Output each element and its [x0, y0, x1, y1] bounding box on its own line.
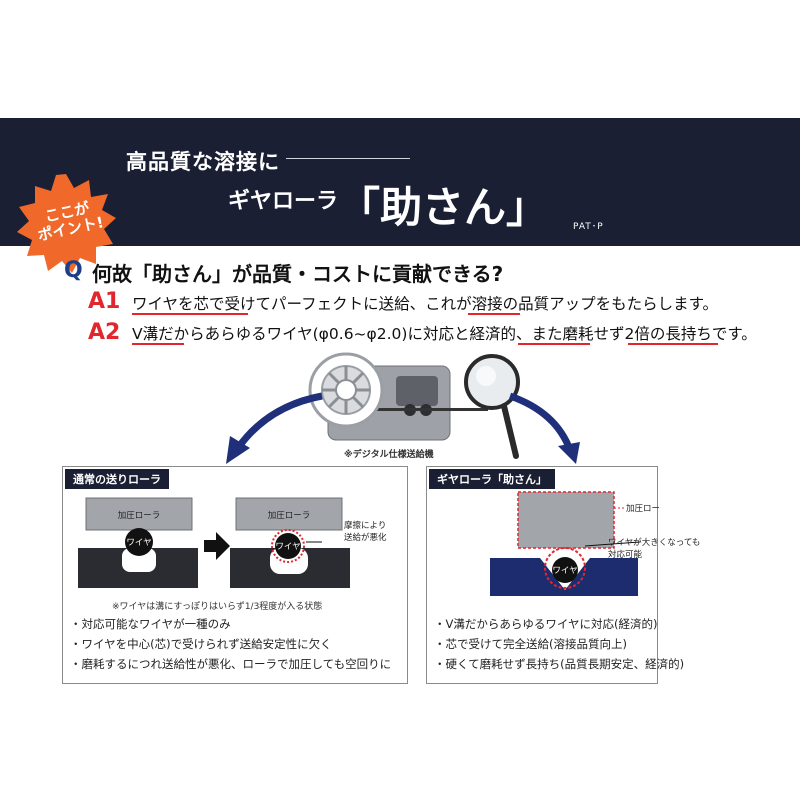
answer2-marker: A2	[88, 320, 121, 345]
pressure-roller-label: 加圧ローラ	[626, 503, 660, 514]
normal-roller-note: ※ワイヤは溝にすっぽりはいらず1/3程度が入る状態	[112, 602, 323, 612]
wire-2	[275, 533, 301, 559]
callout-line2: 対応可能	[608, 550, 643, 560]
pressure-roller-label-2: 加圧ローラ	[268, 510, 311, 521]
friction-marker	[271, 529, 305, 563]
gear-roller-bullets: ・V溝だからあらゆるワイヤに対応(経済的) ・芯で受けて完全送給(溶接品質向上)…	[434, 614, 684, 674]
callout-leader	[584, 541, 641, 547]
product-name: 「助さん」	[338, 183, 549, 232]
pressure-roller-label-1: 加圧ローラ	[118, 510, 161, 521]
gear-roller-title: ギヤローラ「助さん」	[429, 469, 555, 489]
magnifier-icon	[464, 354, 520, 459]
headline-rule	[286, 158, 410, 159]
pressure-roller-2	[235, 497, 343, 531]
point-burst-icon	[17, 174, 116, 273]
question-text: 何故「助さん」が品質・コストに貢献できる?	[92, 262, 504, 286]
larger-wire-outline	[544, 547, 586, 589]
wire	[552, 557, 578, 583]
wire-label-1: ワイヤ	[126, 538, 151, 548]
headline-top: 高品質な溶接に	[126, 150, 280, 174]
pressure-roller	[517, 491, 615, 549]
callout-line1: ワイヤが大きくなっても	[608, 538, 701, 548]
answer2-underline	[132, 343, 184, 345]
normal-roller-diagrams: 加圧ローラ ワイヤ 加圧ローラ ワイヤ 摩擦により 送給が悪化	[78, 497, 387, 588]
list-item: ・芯で受けて完全送給(溶接品質向上)	[434, 637, 627, 651]
feeder-caption: ※デジタル仕様送給機	[344, 450, 434, 460]
header-banner	[0, 118, 800, 246]
answer2-underline	[518, 343, 590, 345]
wear-note-line1: 摩擦により	[344, 520, 386, 531]
wire-label-2: ワイヤ	[275, 542, 300, 552]
list-item: ・磨耗するにつれ送給性が悪化、ローラで加圧しても空回りに	[70, 657, 392, 671]
wire-label: ワイヤ	[552, 566, 577, 576]
roller-groove-1	[122, 548, 156, 572]
question-marker: Q	[64, 258, 83, 283]
arrow-left-icon	[226, 392, 323, 464]
normal-roller-title: 通常の送りローラ	[65, 469, 169, 489]
product-title: ギヤローラ「助さん」	[228, 174, 548, 235]
normal-roller-bullets: ・対応可能なワイヤが一種のみ ・ワイヤを中心(芯)で受けられず送給安定性に欠く …	[70, 614, 391, 674]
wire-1	[125, 528, 153, 556]
patent-mark: PAT･P	[573, 222, 604, 232]
gear-roller-callout: ワイヤが大きくなっても 対応可能	[608, 537, 700, 561]
gear-roller-icon	[308, 352, 384, 428]
product-prefix: ギヤローラ	[228, 189, 339, 214]
pressure-roller-1	[85, 497, 193, 531]
answer1-marker: A1	[88, 289, 121, 314]
gear-roller-diagram: 加圧ローラ ワイヤ	[490, 491, 660, 596]
arrow-right-icon	[508, 392, 580, 464]
answer2-text: V溝だからあらゆるワイヤ(φ0.6~φ2.0)に対応と経済的、また磨耗せず2倍の…	[132, 325, 757, 343]
answer1-text: ワイヤを芯で受けてパーフェクトに送給、これが溶接の品質アップをもたらします。	[132, 295, 719, 313]
list-item: ・対応可能なワイヤが一種のみ	[70, 617, 231, 631]
answer1-underline	[132, 313, 248, 315]
list-item: ・硬くて磨耗せず長持ち(品質長期安定、経済的)	[434, 657, 685, 671]
list-item: ・V溝だからあらゆるワイヤに対応(経済的)	[434, 617, 658, 631]
list-item: ・ワイヤを中心(芯)で受けられず送給安定性に欠く	[70, 637, 332, 651]
answer1-underline	[468, 313, 520, 315]
transition-arrow-icon	[204, 532, 230, 560]
answer2-underline	[628, 343, 718, 345]
wear-note-line2: 送給が悪化	[344, 532, 387, 543]
feeder-illustration	[226, 352, 580, 464]
